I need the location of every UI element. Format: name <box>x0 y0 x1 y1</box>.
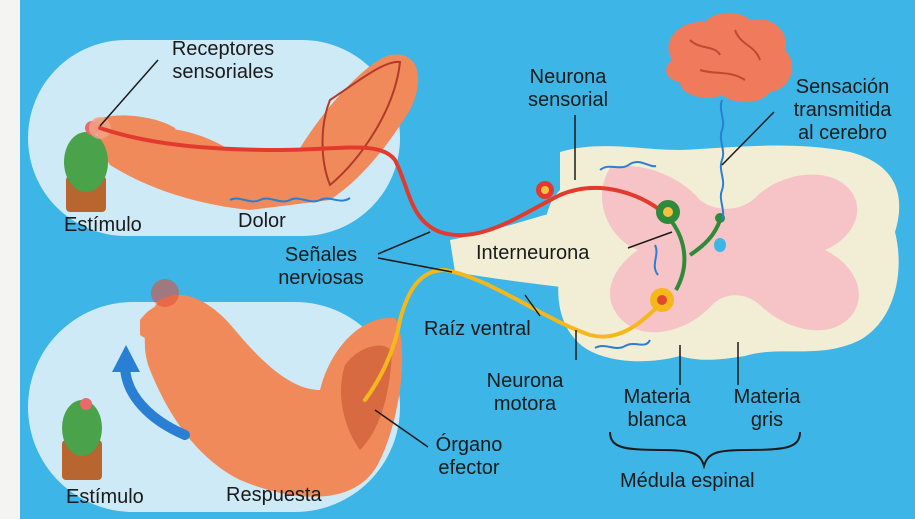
cactus-top <box>64 132 108 192</box>
cactus-flower-bottom <box>80 398 92 410</box>
interneuron-nucleus <box>663 207 673 217</box>
label-materia-gris-line1: Materia <box>722 386 812 409</box>
label-sensacion-line2: transmitida <box>780 99 905 122</box>
label-sensacion-line1: Sensación <box>780 76 905 99</box>
label-materia-blanca: Materia blanca <box>612 386 702 432</box>
label-neurona-sensorial-line1: Neurona <box>508 66 628 89</box>
label-receptores-line1: Receptores <box>158 38 288 61</box>
label-materia-blanca-line2: blanca <box>612 409 702 432</box>
label-estimulo-top: Estímulo <box>64 214 142 237</box>
label-materia-blanca-line1: Materia <box>612 386 702 409</box>
label-receptores-line2: sensoriales <box>158 61 288 84</box>
label-neurona-motora-line2: motora <box>470 393 580 416</box>
ganglion-nucleus <box>541 186 549 194</box>
label-dolor: Dolor <box>238 210 286 233</box>
label-estimulo-bottom: Estímulo <box>66 486 144 509</box>
label-neurona-motora: Neurona motora <box>470 370 580 416</box>
label-sensacion-line3: al cerebro <box>780 122 905 145</box>
label-neurona-sensorial: Neurona sensorial <box>508 66 628 112</box>
label-materia-gris: Materia gris <box>722 386 812 432</box>
label-receptores-sensoriales: Receptores sensoriales <box>158 38 288 84</box>
label-senales-line1: Señales <box>266 244 376 267</box>
central-canal <box>714 238 726 252</box>
label-neurona-motora-line1: Neurona <box>470 370 580 393</box>
label-organo-line1: Órgano <box>424 434 514 457</box>
label-organo-line2: efector <box>424 457 514 480</box>
label-senales-line2: nerviosas <box>266 267 376 290</box>
pain-spot-bottom <box>151 279 179 307</box>
label-medula-espinal: Médula espinal <box>620 470 755 493</box>
label-senales-nerviosas: Señales nerviosas <box>266 244 376 290</box>
motor-neuron-nucleus <box>657 295 667 305</box>
label-raiz-ventral: Raíz ventral <box>424 318 531 341</box>
label-organo-efector: Órgano efector <box>424 434 514 480</box>
label-sensacion-transmitida: Sensación transmitida al cerebro <box>780 76 905 145</box>
label-interneurona: Interneurona <box>476 242 589 265</box>
label-materia-gris-line2: gris <box>722 409 812 432</box>
label-neurona-sensorial-line2: sensorial <box>508 89 628 112</box>
label-respuesta: Respuesta <box>226 484 322 507</box>
brain <box>666 13 792 102</box>
